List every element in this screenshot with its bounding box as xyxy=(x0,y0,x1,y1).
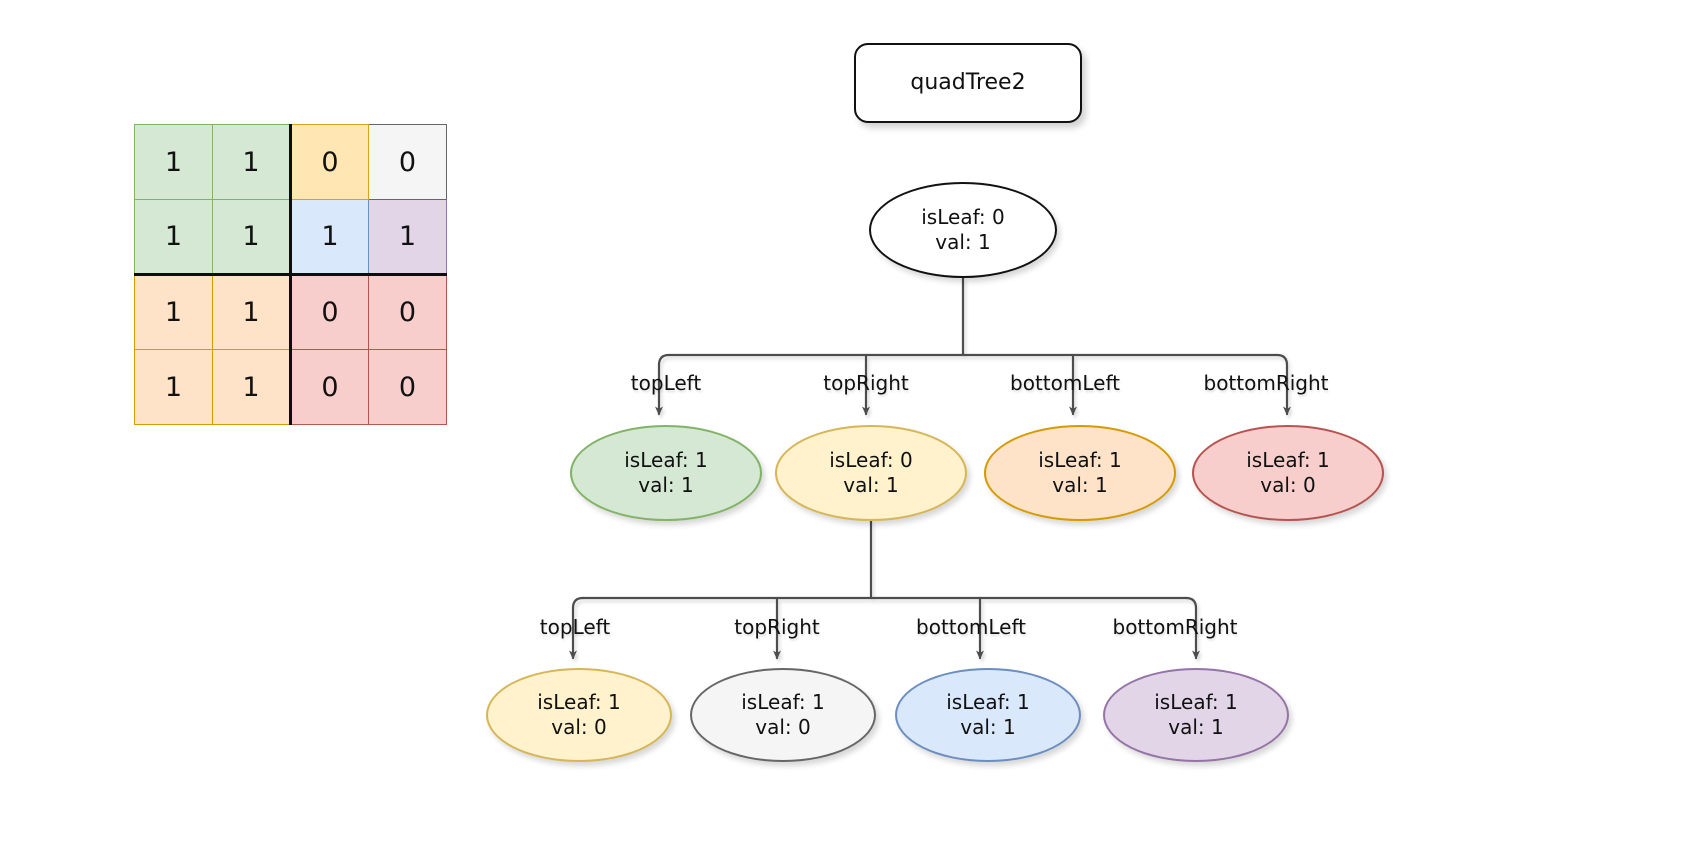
matrix-cell-2-0: 1 xyxy=(134,274,213,350)
matrix-cell-1-3: 1 xyxy=(368,199,447,276)
tree-node-l2-bottomleft-isleaf: isLeaf: 1 xyxy=(1038,448,1122,472)
tree-node-l2-bottomright[interactable]: isLeaf: 1 val: 0 xyxy=(1192,425,1384,521)
edge-label-topright-l2: topRight xyxy=(823,371,909,395)
tree-node-l3-bottomright-isleaf: isLeaf: 1 xyxy=(1154,690,1238,714)
tree-node-l2-topright-isleaf: isLeaf: 0 xyxy=(829,448,913,472)
matrix-table: 1 1 0 0 1 1 1 1 1 1 0 0 1 1 0 0 xyxy=(134,124,447,425)
tree-node-root-val: val: 1 xyxy=(935,230,991,254)
tree-node-l3-topright-isleaf: isLeaf: 1 xyxy=(741,690,825,714)
tree-node-l2-topleft-val: val: 1 xyxy=(638,473,694,497)
edge-label-bottomleft-l2: bottomLeft xyxy=(1010,371,1120,395)
tree-node-l3-topleft[interactable]: isLeaf: 1 val: 0 xyxy=(486,668,672,762)
tree-node-l2-topleft-isleaf: isLeaf: 1 xyxy=(624,448,708,472)
tree-node-l3-topleft-val: val: 0 xyxy=(551,715,607,739)
matrix-cell-3-1: 1 xyxy=(212,349,292,425)
matrix-cell-2-3: 0 xyxy=(368,274,447,350)
matrix-cell-1-1: 1 xyxy=(212,199,292,276)
tree-node-l2-topleft[interactable]: isLeaf: 1 val: 1 xyxy=(570,425,762,521)
matrix-cell-2-2: 0 xyxy=(290,274,369,350)
title-node-quadtree2[interactable]: quadTree2 xyxy=(854,43,1082,123)
matrix-cell-1-2: 1 xyxy=(290,199,369,276)
matrix-body: 1 1 0 0 1 1 1 1 1 1 0 0 1 1 0 0 xyxy=(134,124,447,425)
matrix-cell-2-1: 1 xyxy=(212,274,292,350)
tree-node-l3-bottomleft-isleaf: isLeaf: 1 xyxy=(946,690,1030,714)
tree-node-l2-topright[interactable]: isLeaf: 0 val: 1 xyxy=(775,425,967,521)
matrix-cell-0-3: 0 xyxy=(368,124,447,200)
edge-label-topleft-l3: topLeft xyxy=(539,615,611,639)
matrix-cell-0-0: 1 xyxy=(134,124,213,200)
matrix-cell-3-2: 0 xyxy=(290,349,369,425)
title-node-label: quadTree2 xyxy=(910,70,1026,96)
matrix-cell-3-0: 1 xyxy=(134,349,213,425)
tree-node-l2-bottomright-val: val: 0 xyxy=(1260,473,1316,497)
matrix-cell-3-3: 0 xyxy=(368,349,447,425)
matrix-cell-1-0: 1 xyxy=(134,199,213,276)
edge-label-bottomleft-l3: bottomLeft xyxy=(916,615,1026,639)
table-row: 1 1 0 0 xyxy=(134,349,447,425)
tree-node-l3-topright-val: val: 0 xyxy=(755,715,811,739)
tree-node-l3-topleft-isleaf: isLeaf: 1 xyxy=(537,690,621,714)
tree-node-l3-bottomright-val: val: 1 xyxy=(1168,715,1224,739)
edge-label-topright-l3: topRight xyxy=(734,615,820,639)
edge-label-topleft-l2: topLeft xyxy=(630,371,702,395)
table-row: 1 1 1 1 xyxy=(134,199,447,276)
tree-node-root-isleaf: isLeaf: 0 xyxy=(921,205,1005,229)
edge-label-bottomright-l3: bottomRight xyxy=(1112,615,1238,639)
matrix-cell-0-1: 1 xyxy=(212,124,292,200)
table-row: 1 1 0 0 xyxy=(134,274,447,350)
edge-label-bottomright-l2: bottomRight xyxy=(1203,371,1329,395)
tree-node-l2-bottomleft[interactable]: isLeaf: 1 val: 1 xyxy=(984,425,1176,521)
tree-node-root[interactable]: isLeaf: 0 val: 1 xyxy=(869,182,1057,278)
matrix-grid: 1 1 0 0 1 1 1 1 1 1 0 0 1 1 0 0 xyxy=(134,124,447,425)
tree-node-l2-bottomright-isleaf: isLeaf: 1 xyxy=(1246,448,1330,472)
tree-node-l2-topright-val: val: 1 xyxy=(843,473,899,497)
tree-node-l3-bottomright[interactable]: isLeaf: 1 val: 1 xyxy=(1103,668,1289,762)
table-row: 1 1 0 0 xyxy=(134,124,447,200)
tree-node-l3-topright[interactable]: isLeaf: 1 val: 0 xyxy=(690,668,876,762)
tree-node-l3-bottomleft[interactable]: isLeaf: 1 val: 1 xyxy=(895,668,1081,762)
tree-node-l3-bottomleft-val: val: 1 xyxy=(960,715,1016,739)
tree-node-l2-bottomleft-val: val: 1 xyxy=(1052,473,1108,497)
